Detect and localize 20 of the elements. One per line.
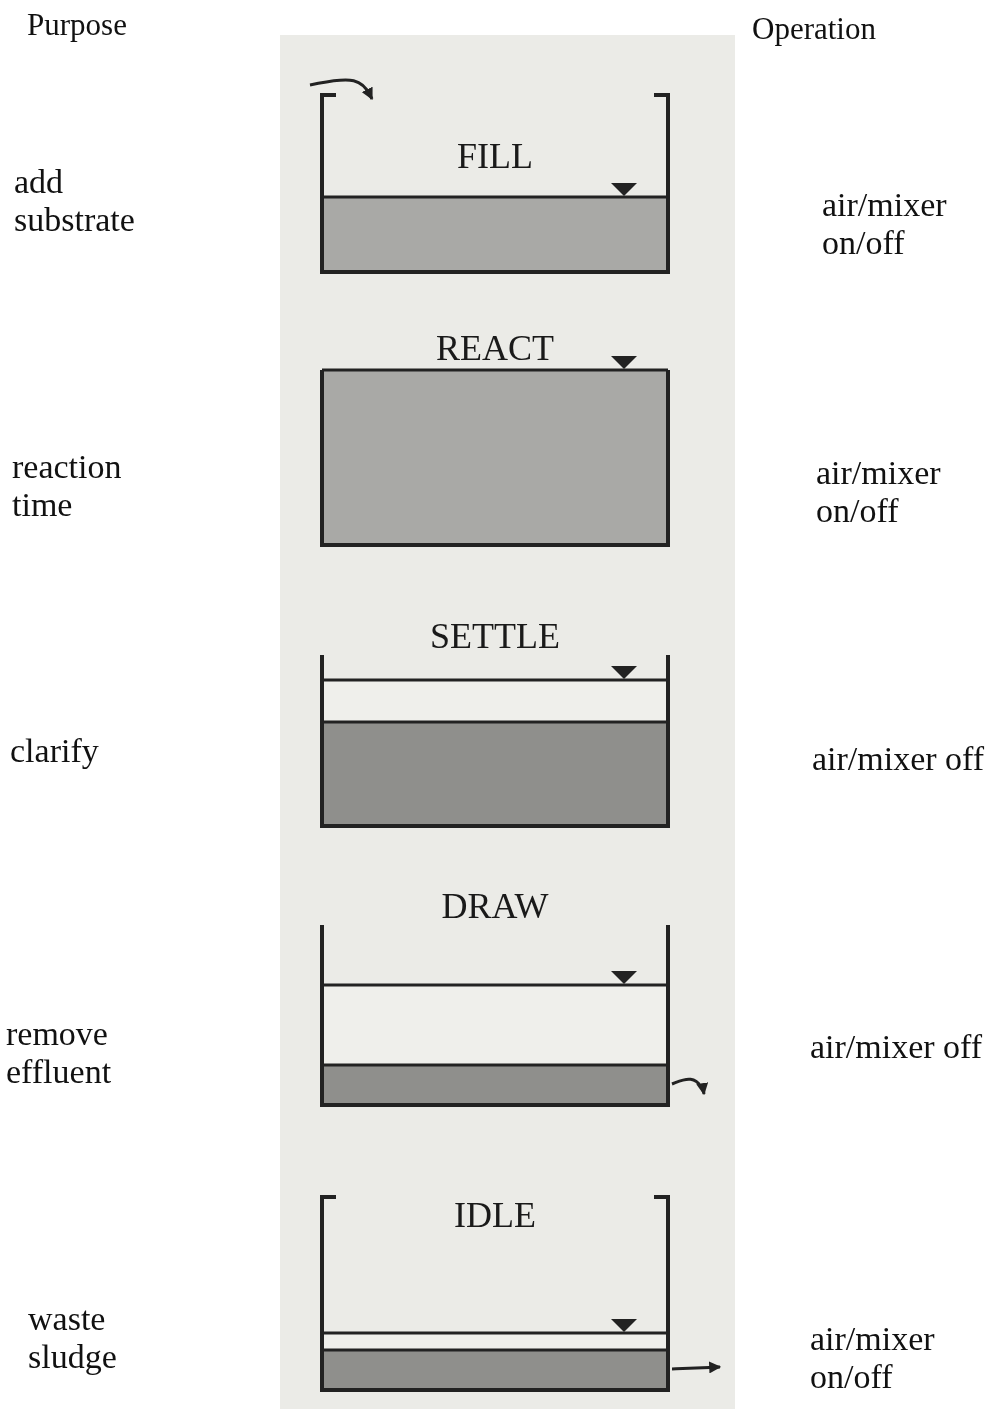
stage-description: air/mixer off <box>812 740 986 778</box>
stage-description: reaction time <box>12 448 123 524</box>
stage-description: air/mixer on/off <box>810 1320 936 1396</box>
stage-description: add substrate <box>14 163 136 239</box>
stage-label: DRAW <box>440 888 550 924</box>
stage-label: REACT <box>435 330 555 366</box>
stage-description: waste sludge <box>28 1300 118 1376</box>
flow-arrow <box>671 1361 722 1374</box>
stage-label: FILL <box>456 138 534 174</box>
stage-description: air/mixer off <box>810 1028 984 1066</box>
flow-arrow <box>671 1077 709 1096</box>
stage-label: IDLE <box>453 1197 537 1233</box>
stage-description: clarify <box>10 732 100 770</box>
column-heading: Purpose <box>27 6 127 44</box>
stage-description: air/mixer on/off <box>822 186 948 262</box>
flow-arrow <box>309 78 374 101</box>
stage-description: remove effluent <box>6 1015 113 1091</box>
stage-label: SETTLE <box>429 618 561 654</box>
column-heading: Operation <box>752 10 876 48</box>
stage-description: air/mixer on/off <box>816 454 942 530</box>
